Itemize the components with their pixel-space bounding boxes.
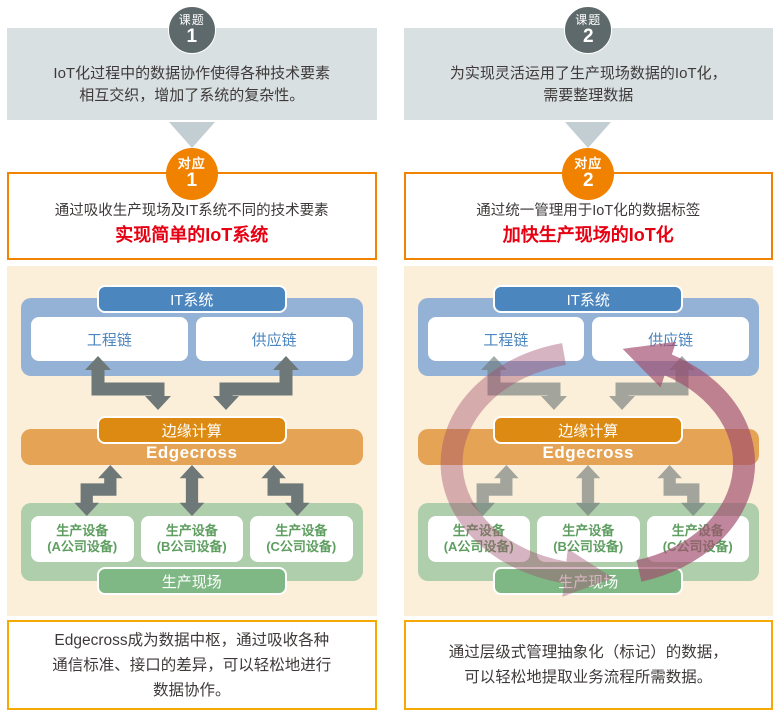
topic-2-badge: 课题 2 (564, 6, 613, 54)
device-label: 生产设备 (56, 523, 109, 538)
production-site-header: 生产现场 (493, 567, 684, 595)
production-site-header: 生产现场 (96, 567, 287, 595)
response-badge-label: 对应 (574, 156, 603, 171)
device-label: 生产设备 (562, 523, 615, 538)
engineering-chain-box: 工程链 (427, 317, 585, 361)
bent-double-arrow-icon (470, 465, 519, 516)
column-issue-2: 课题 2 为实现灵活运用了生产现场数据的IoT化， 需要整理数据 对应 2 通过… (403, 0, 773, 710)
bent-double-arrow-icon (74, 465, 123, 516)
production-site-container: 生产设备 (A公司设备) 生产设备 (B公司设备) 生产设备 (C公司设备) (21, 503, 363, 581)
column-issue-1: 课题 1 IoT化过程中的数据协作使得各种技术要素 相互交织，增加了系统的复杂性… (7, 0, 377, 710)
description-line: 通过层级式管理抽象化（标记）的数据， (448, 644, 728, 661)
topic-badge-number: 1 (186, 25, 198, 47)
it-system-header: IT系统 (96, 285, 287, 313)
device-b-box: 生产设备 (B公司设备) (140, 516, 243, 562)
it-edge-arrows (418, 356, 760, 416)
response-1-badge: 对应 1 (165, 148, 218, 200)
description-line: 数据协作。 (152, 681, 231, 699)
device-c-box: 生产设备 (C公司设备) (646, 516, 749, 562)
edge-device-arrows (418, 465, 760, 516)
edge-computing-header: 边缘计算 (96, 416, 287, 444)
down-arrow-icon (168, 122, 215, 148)
topic-badge-number: 2 (582, 25, 594, 47)
supply-chain-box: 供应链 (592, 317, 749, 361)
down-arrow-icon (565, 122, 612, 148)
device-company: (C公司设备) (662, 539, 733, 554)
device-company: (B公司设备) (553, 539, 624, 554)
bent-double-arrow-icon (609, 356, 696, 410)
topic-badge-label: 课题 (178, 12, 205, 27)
description-line: 可以轻松地提取业务流程所需数据。 (464, 669, 713, 686)
topic-text-line: 相互交织，增加了系统的复杂性。 (79, 87, 305, 104)
diagram-panel-1: IT系统 工程链 供应链 边缘计算 Edgecross (7, 266, 377, 616)
solution-intro: 通过吸收生产现场及IT系统不同的技术要素 (54, 203, 329, 219)
device-a-box: 生产设备 (A公司设备) (31, 516, 134, 562)
device-b-box: 生产设备 (B公司设备) (537, 516, 640, 562)
device-label: 生产设备 (165, 523, 218, 538)
edgecross-label: Edgecross (146, 443, 238, 462)
response-badge-number: 1 (186, 170, 198, 191)
response-badge-label: 对应 (177, 156, 206, 171)
device-company: (A公司设备) (443, 539, 514, 554)
topic-text-line: IoT化过程中的数据协作使得各种技术要素 (53, 65, 331, 82)
device-a-box: 生产设备 (A公司设备) (427, 516, 530, 562)
description-1-box: Edgecross成为数据中枢，通过吸收各种 通信标准、接口的差异，可以轻松地进… (7, 620, 377, 710)
response-badge-number: 2 (582, 170, 594, 191)
device-c-box: 生产设备 (C公司设备) (250, 516, 353, 562)
edgecross-label: Edgecross (542, 443, 634, 462)
description-line: 通信标准、接口的差异，可以轻松地进行 (52, 656, 332, 674)
it-system-container: 工程链 供应链 (21, 298, 363, 376)
supply-chain-box: 供应链 (195, 317, 353, 361)
vertical-double-arrow-icon (179, 465, 205, 516)
solution-highlight: 实现简单的IoT系统 (115, 225, 269, 245)
bent-double-arrow-icon (212, 356, 299, 410)
device-label: 生产设备 (671, 523, 724, 538)
device-company: (A公司设备) (47, 539, 118, 554)
engineering-chain-box: 工程链 (31, 317, 188, 361)
device-company: (C公司设备) (266, 539, 337, 554)
vertical-double-arrow-icon (575, 465, 601, 516)
topic-1-badge: 课题 1 (167, 6, 216, 54)
response-2-badge: 对应 2 (562, 148, 615, 200)
bent-double-arrow-icon (261, 465, 310, 516)
solution-intro: 通过统一管理用于IoT化的数据标签 (476, 203, 701, 219)
topic-text-line: 为实现灵活运用了生产现场数据的IoT化， (449, 65, 727, 82)
description-2-box: 通过层级式管理抽象化（标记）的数据， 可以轻松地提取业务流程所需数据。 (403, 620, 773, 710)
description-line: Edgecross成为数据中枢，通过吸收各种 (54, 631, 330, 649)
device-company: (B公司设备) (156, 539, 227, 554)
diagram-panel-2: IT系统 工程链 供应链 边缘计算 Edgecross (403, 266, 773, 616)
topic-badge-label: 课题 (575, 12, 602, 27)
edge-computing-header: 边缘计算 (493, 416, 684, 444)
bent-double-arrow-icon (657, 465, 706, 516)
bent-double-arrow-icon (84, 356, 171, 410)
it-system-header: IT系统 (493, 285, 684, 313)
bent-double-arrow-icon (481, 356, 568, 410)
solution-1-box: 通过吸收生产现场及IT系统不同的技术要素 实现简单的IoT系统 (7, 172, 377, 260)
device-label: 生产设备 (452, 523, 505, 538)
it-edge-arrows (21, 356, 363, 416)
device-label: 生产设备 (275, 523, 328, 538)
topic-text-line: 需要整理数据 (543, 87, 634, 104)
solution-highlight: 加快生产现场的IoT化 (502, 225, 674, 245)
edge-device-arrows (21, 465, 363, 516)
